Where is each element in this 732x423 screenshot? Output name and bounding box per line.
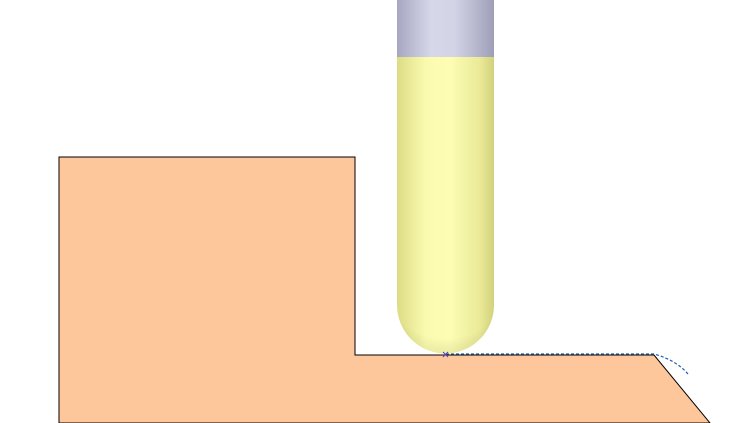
toolpath-line	[446, 353, 689, 375]
contact-point-marker	[442, 351, 449, 358]
workpiece-body	[58, 156, 711, 423]
ball-end-shading	[397, 275, 494, 354]
tool-holder	[397, 0, 494, 57]
